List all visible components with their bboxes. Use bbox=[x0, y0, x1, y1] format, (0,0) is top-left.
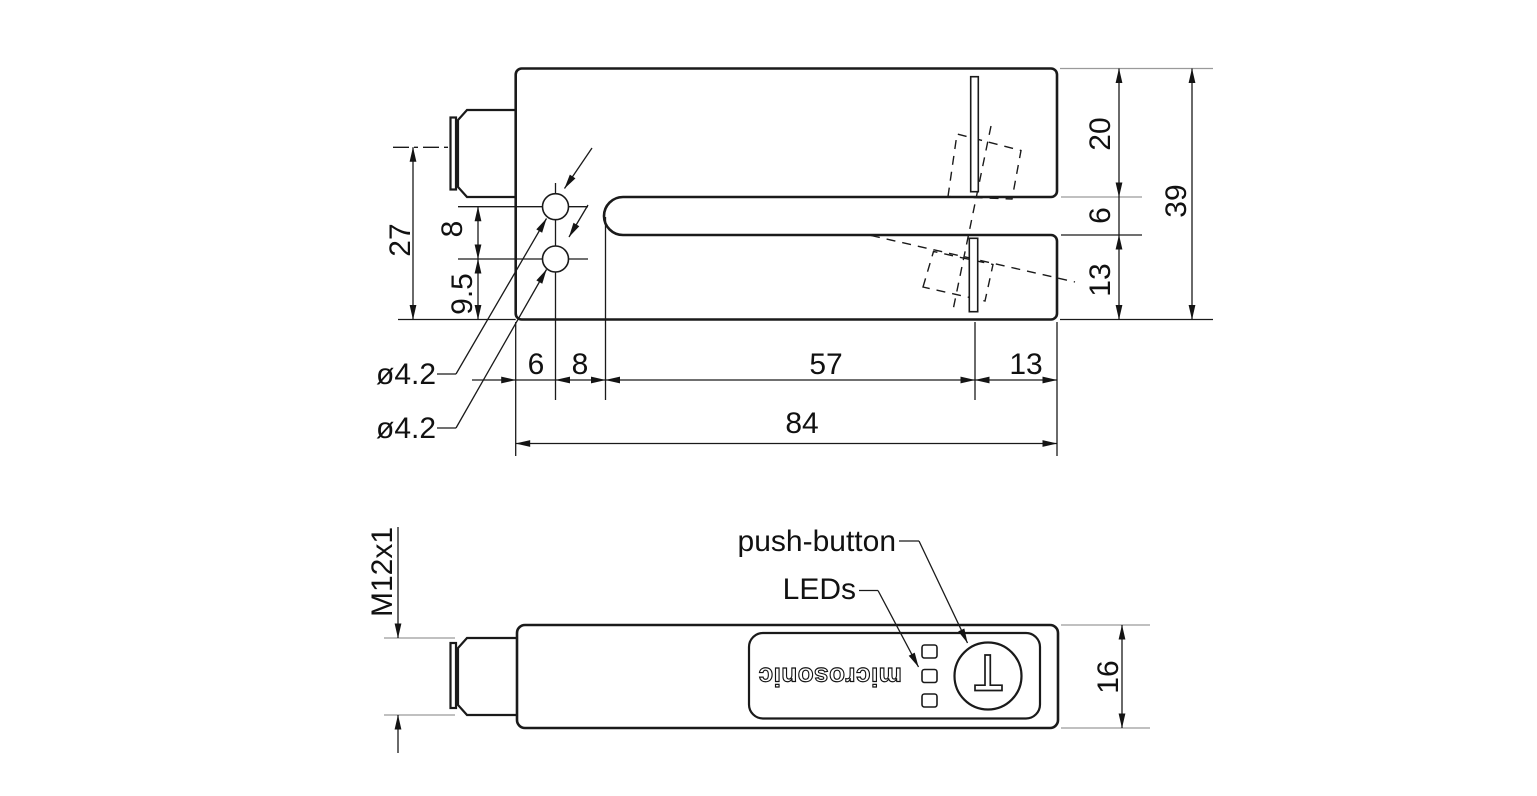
m12-dimension: M12x1 bbox=[366, 527, 455, 753]
dim-6-gap: 6 bbox=[1084, 207, 1117, 224]
led-3 bbox=[921, 693, 938, 708]
led-indicators bbox=[921, 644, 938, 708]
dashed-label-lower bbox=[922, 250, 994, 302]
connector-front bbox=[449, 108, 517, 199]
dim-57: 57 bbox=[809, 348, 842, 381]
dim-84: 84 bbox=[785, 407, 818, 440]
dim-27: 27 bbox=[384, 223, 417, 256]
hole-lower-pointer bbox=[568, 204, 589, 238]
push-button[interactable] bbox=[953, 641, 1023, 711]
dim-39: 39 bbox=[1160, 184, 1193, 217]
hole-dia-top-label: ø4.2 bbox=[376, 358, 436, 391]
mounting-holes bbox=[458, 147, 593, 400]
led-2 bbox=[921, 668, 938, 684]
push-button-callout: push-button bbox=[738, 525, 969, 644]
height-16-dimension: 16 bbox=[1061, 624, 1150, 729]
bottom-chain-dimensions: 6 8 57 13 84 bbox=[472, 217, 1058, 456]
transducer-slot-lower bbox=[968, 237, 979, 313]
connector-bottom bbox=[449, 636, 518, 717]
dim-9-5: 9.5 bbox=[446, 273, 479, 315]
front-view: ø4.2 ø4.2 27 8 9.5 20 6 bbox=[376, 67, 1213, 456]
hole-lower bbox=[541, 245, 570, 273]
bottom-view: microsonic M12x1 16 pus bbox=[366, 525, 1150, 753]
led-1 bbox=[921, 644, 938, 659]
left-dimensions: 27 8 9.5 bbox=[384, 147, 516, 321]
teach-icon bbox=[974, 654, 1003, 692]
dim-m12x1: M12x1 bbox=[366, 527, 399, 617]
hole-callouts: ø4.2 ø4.2 bbox=[376, 218, 548, 445]
dashed-label-upper bbox=[947, 133, 1022, 200]
dim-6-edge: 6 bbox=[528, 348, 545, 381]
microsonic-logo: microsonic bbox=[758, 662, 902, 692]
hole-upper bbox=[541, 192, 570, 221]
right-dimensions: 20 6 13 39 bbox=[1060, 67, 1213, 321]
dim-8-left: 8 bbox=[436, 221, 469, 238]
dim-13-arm: 13 bbox=[1084, 263, 1117, 296]
dim-16: 16 bbox=[1092, 660, 1125, 693]
hole-dia-bottom-label: ø4.2 bbox=[376, 412, 436, 445]
hole-upper-pointer bbox=[563, 147, 593, 189]
fork-body-outline bbox=[514, 67, 1059, 321]
dim-20: 20 bbox=[1084, 117, 1117, 150]
leds-callout: LEDs bbox=[783, 573, 920, 668]
transducer-slot-upper bbox=[969, 75, 980, 193]
dim-8-holes: 8 bbox=[572, 348, 589, 381]
dim-13-front: 13 bbox=[1009, 348, 1042, 381]
leds-label: LEDs bbox=[783, 573, 856, 606]
push-button-label: push-button bbox=[738, 525, 896, 558]
